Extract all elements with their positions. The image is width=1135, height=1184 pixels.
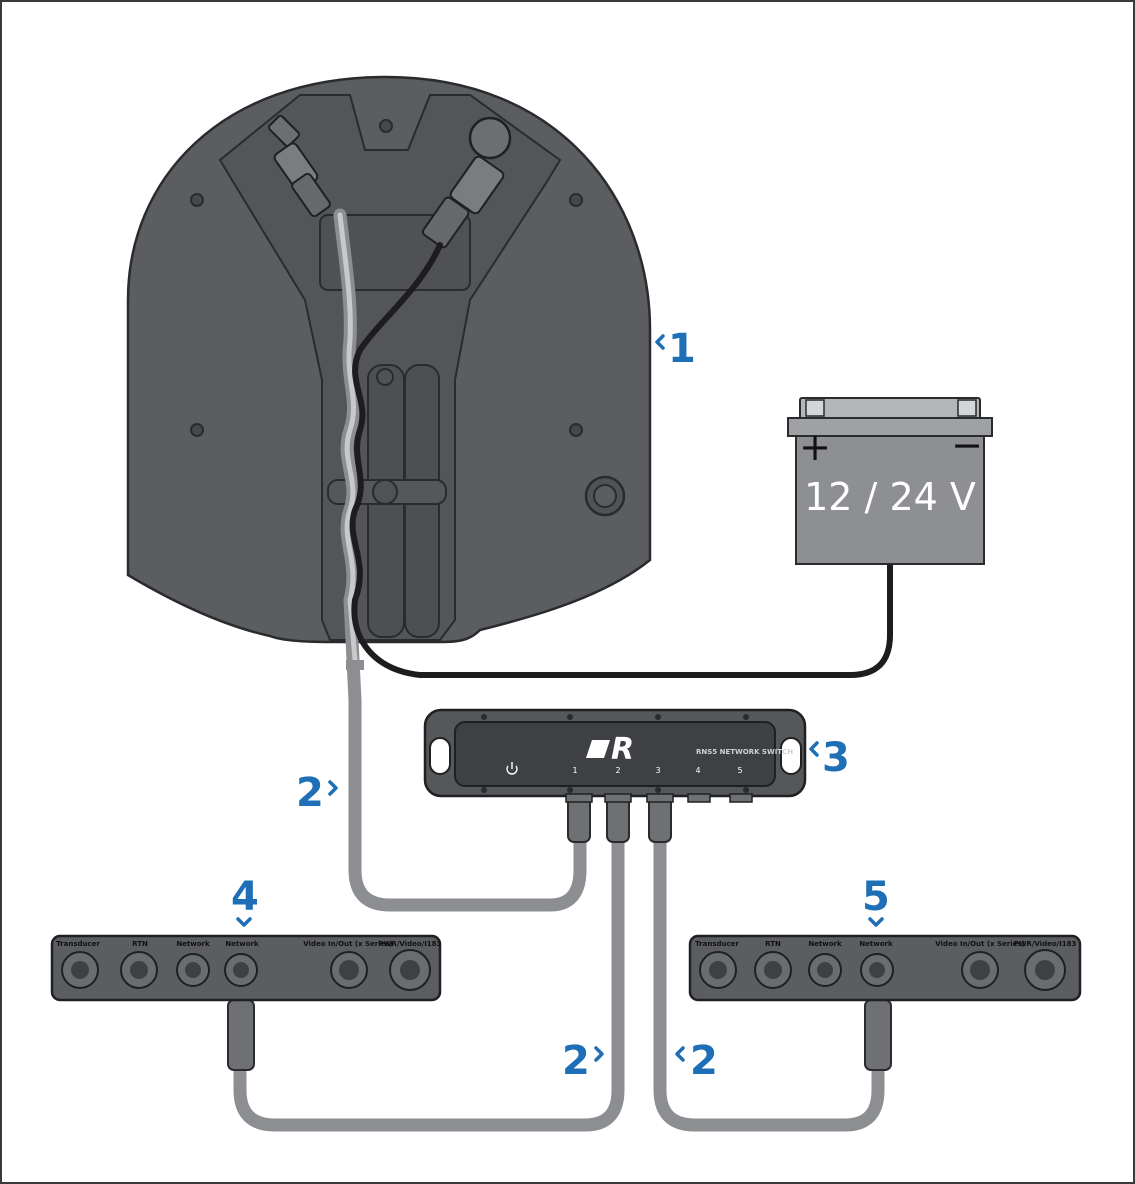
display-left: Transducer RTN Network Network Video In/… (50, 934, 442, 1002)
cables (227, 208, 893, 1132)
callout-arrow (236, 917, 252, 927)
switch-port (604, 793, 632, 803)
switch-port-label: 3 (655, 766, 660, 775)
port-label: Network (225, 940, 259, 948)
mounting-hole (190, 423, 204, 437)
port-label: Transducer (56, 940, 100, 948)
mounting-hole (569, 193, 583, 207)
brand-logo: R (611, 732, 634, 767)
switch-port (646, 793, 674, 803)
callouts: 1 2 3 4 2 2 5 (231, 326, 890, 1084)
mounting-hole (190, 193, 204, 207)
mounting-hole (379, 119, 393, 133)
battery-terminal-positive (805, 399, 825, 417)
display-right: Transducer RTN Network Network Video In/… (688, 934, 1082, 1002)
power-connector (421, 116, 512, 249)
port-label: Network (176, 940, 210, 948)
battery-plus-sign: + (799, 425, 831, 469)
battery-voltage-label: 12 / 24 V (804, 475, 976, 519)
radar-unit (126, 75, 652, 644)
port-label: Network (859, 940, 893, 948)
switch-face (454, 721, 776, 787)
mounting-hole (569, 423, 583, 437)
switch-port-label: 1 (572, 766, 577, 775)
callout-arrow (868, 917, 884, 927)
cable-boot (648, 795, 672, 843)
switch-port-label: 2 (615, 766, 620, 775)
switch-port-label: 5 (737, 766, 742, 775)
callout-arrow (675, 1046, 685, 1062)
port-label: Video In/Out (x Series) (303, 940, 392, 948)
battery: + − 12 / 24 V (787, 397, 993, 565)
port-label: RTN (765, 940, 781, 948)
port-label: PWR/Video/I183 (379, 940, 442, 948)
callout-radar: 1 (668, 326, 696, 372)
callout-switch: 3 (822, 735, 850, 781)
battery-top (799, 397, 981, 421)
battery-minus-sign: − (951, 423, 983, 467)
cable-boot (606, 795, 630, 843)
port-label: PWR/Video/I183 (1014, 940, 1077, 948)
battery-body (795, 435, 985, 565)
callout-arrow (328, 780, 338, 796)
callout-arrow (655, 334, 665, 350)
callout-arrow (809, 741, 819, 757)
power-cable (349, 242, 893, 678)
switch-title: RNS5 NETWORK SWITCH (696, 748, 793, 756)
cable-boot (864, 999, 892, 1071)
power-icon (506, 762, 518, 775)
network-cable-left-display (233, 813, 625, 1132)
callout-arrow (594, 1046, 604, 1062)
switch-port (687, 793, 711, 803)
network-cable-right-display (653, 813, 885, 1132)
network-connector (267, 114, 331, 218)
switch-port (729, 793, 753, 803)
brand-logo-mark (586, 740, 610, 758)
port-label: Video In/Out (x Series) (935, 940, 1024, 948)
port-label: Transducer (695, 940, 739, 948)
callout-cable-mid-right: 2 (690, 1038, 718, 1084)
callout-display-right: 5 (862, 874, 890, 920)
port-label: RTN (132, 940, 148, 948)
cable-boot (227, 999, 255, 1071)
callout-display-left: 4 (231, 874, 259, 920)
mounting-slot (780, 737, 802, 775)
switch-port-label: 4 (695, 766, 700, 775)
mounting-slot (429, 737, 451, 775)
callout-cable-left: 2 (296, 770, 324, 816)
cable-boot (567, 795, 591, 843)
callout-cable-mid-left: 2 (562, 1038, 590, 1084)
battery-terminal-negative (957, 399, 977, 417)
switch-port (565, 793, 593, 803)
network-switch: R RNS5 NETWORK SWITCH 1 2 3 4 5 (423, 708, 807, 803)
port-label: Network (808, 940, 842, 948)
